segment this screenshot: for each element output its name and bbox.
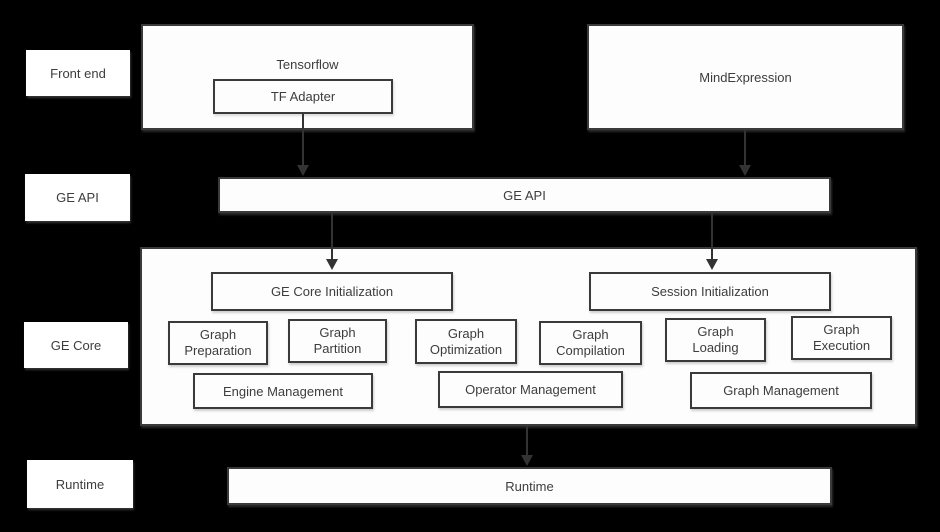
arrow-ge-api-to-core-initialization xyxy=(326,213,338,270)
arrow-head-icon xyxy=(326,259,338,270)
lane-label-ge-core: GE Core xyxy=(24,322,128,368)
ge-core-initialization-box: GE Core Initialization xyxy=(211,272,453,311)
arrow-shaft xyxy=(711,213,713,261)
operator-management-box: Operator Management xyxy=(438,371,623,408)
graph-compilation-box: Graph Compilation xyxy=(539,321,642,365)
arrow-shaft xyxy=(331,213,333,261)
graph-management-box: Graph Management xyxy=(690,372,872,409)
arrow-mindexpression-to-ge-api xyxy=(739,130,751,176)
graph-loading-box: Graph Loading xyxy=(665,318,766,362)
engine-management-box: Engine Management xyxy=(193,373,373,409)
tf-adapter-box: TF Adapter xyxy=(213,79,393,114)
graph-partition-box: Graph Partition xyxy=(288,319,387,363)
ge-api-bar: GE API xyxy=(218,177,831,213)
graph-optimization-box: Graph Optimization xyxy=(415,319,517,364)
runtime-bar: Runtime xyxy=(227,467,832,505)
session-initialization-box: Session Initialization xyxy=(589,272,831,311)
lane-label-runtime: Runtime xyxy=(27,460,133,508)
arrow-head-icon xyxy=(521,455,533,466)
graph-execution-box: Graph Execution xyxy=(791,316,892,360)
arrow-head-icon xyxy=(739,165,751,176)
lane-label-front-end: Front end xyxy=(26,50,130,96)
arrow-head-icon xyxy=(297,165,309,176)
arrow-head-icon xyxy=(706,259,718,270)
arrow-tf-adapter-to-ge-api xyxy=(297,114,309,176)
graph-preparation-box: Graph Preparation xyxy=(168,321,268,365)
arrow-ge-core-to-runtime xyxy=(521,426,533,466)
tensorflow-label: Tensorflow xyxy=(276,57,339,72)
arrow-shaft xyxy=(744,130,746,167)
arrow-shaft xyxy=(526,426,528,457)
arrow-ge-api-to-session-initialization xyxy=(706,213,718,270)
mindexpression-box: MindExpression xyxy=(587,24,904,130)
arrow-shaft xyxy=(302,114,304,167)
lane-label-ge-api: GE API xyxy=(25,174,130,221)
